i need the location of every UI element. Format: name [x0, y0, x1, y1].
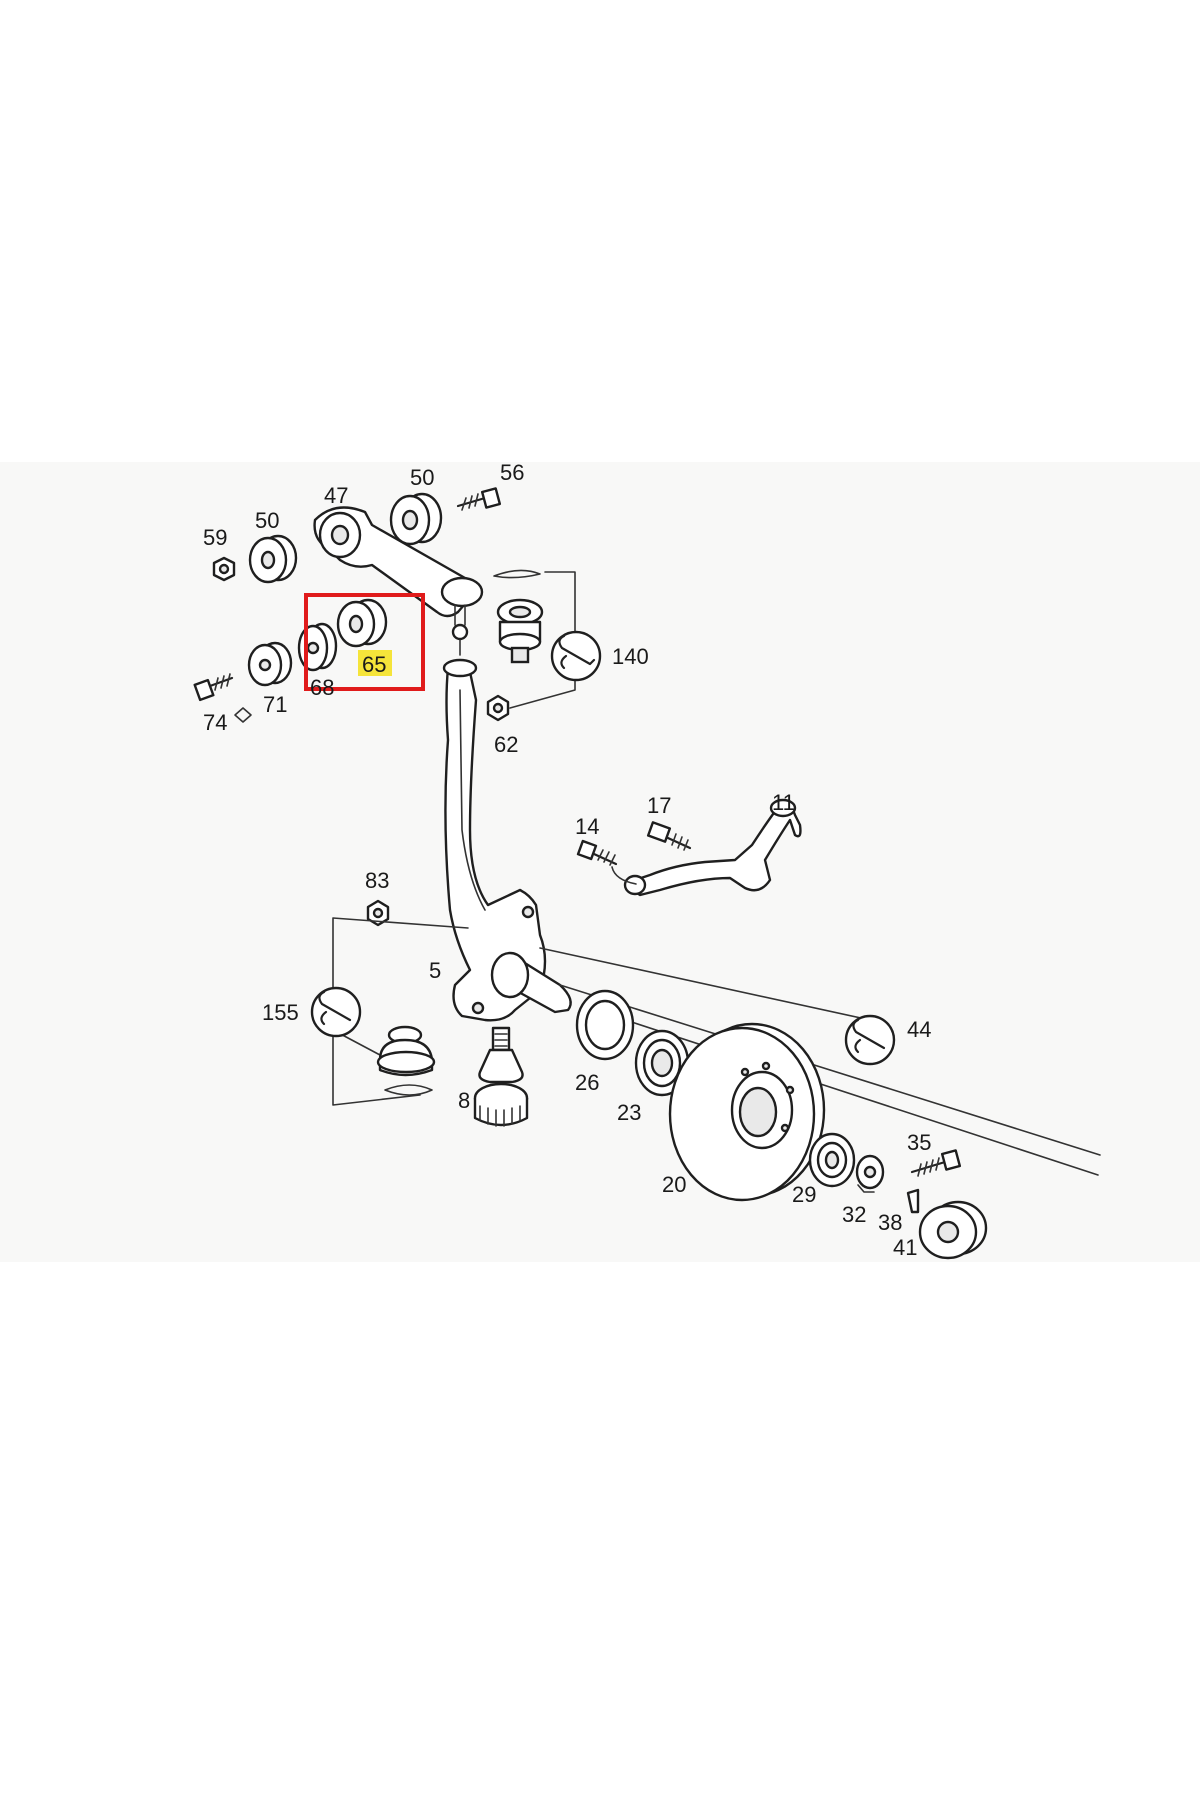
- callout-8: 8: [458, 1088, 470, 1113]
- bushing-50-left: [248, 534, 298, 584]
- clamp-nut-32: [855, 1154, 885, 1193]
- callout-11: 11: [772, 790, 795, 815]
- callout-68: 68: [310, 675, 334, 700]
- callout-83: 83: [365, 868, 389, 893]
- steering-arm-11: [623, 798, 802, 897]
- callout-23: 23: [617, 1100, 641, 1125]
- callout-71: 71: [263, 692, 287, 717]
- bolt-56: [456, 487, 502, 511]
- callout-62: 62: [494, 732, 518, 757]
- highlight-frame: [304, 593, 425, 691]
- callout-65: 65: [362, 652, 386, 677]
- ball-joint-140-group: [486, 569, 576, 722]
- callout-59: 59: [203, 525, 227, 550]
- bolt-14: [576, 839, 618, 866]
- callout-38: 38: [878, 1210, 902, 1235]
- wrench-icon-155: [310, 986, 362, 1038]
- pin-38: [906, 1188, 920, 1214]
- nut-59: [212, 556, 236, 582]
- callout-47: 47: [324, 483, 348, 508]
- wrench-icon: [550, 630, 602, 682]
- diagram-panel: [0, 462, 1200, 1262]
- bushing-71: [247, 641, 293, 687]
- callout-20: 20: [662, 1172, 686, 1197]
- wrench-icon-44: [844, 1014, 896, 1066]
- steering-knuckle-5: [442, 658, 572, 1022]
- ball-joint-8: [473, 1026, 529, 1127]
- upper-control-arm: [313, 506, 484, 656]
- ball-joint-155-group: [332, 899, 469, 1106]
- seal-26: [575, 989, 635, 1061]
- callout-14: 14: [575, 814, 599, 839]
- callout-17: 17: [647, 793, 671, 818]
- callout-41: 41: [893, 1235, 917, 1260]
- bolt-17: [611, 821, 692, 885]
- callout-50-left: 50: [255, 508, 279, 533]
- callout-5: 5: [429, 958, 441, 983]
- callout-26: 26: [575, 1070, 599, 1095]
- highlight-label-bg: [358, 650, 392, 676]
- bushing-50-top: [389, 492, 443, 546]
- callout-140: 140: [612, 644, 649, 669]
- callout-50-top: 50: [410, 465, 434, 490]
- brake-disc-20: [668, 1022, 826, 1202]
- bearing-29: [808, 1132, 856, 1188]
- callout-74: 74: [203, 710, 227, 735]
- bushing-65: [336, 598, 388, 648]
- callout-56: 56: [500, 460, 524, 485]
- bolt-35: [910, 1149, 962, 1177]
- bolt-74: [193, 673, 252, 723]
- dust-cap-41: [918, 1200, 988, 1260]
- callout-44: 44: [907, 1017, 931, 1042]
- callout-35: 35: [907, 1130, 931, 1155]
- callout-29: 29: [792, 1182, 816, 1207]
- callout-155: 155: [262, 1000, 299, 1025]
- callout-32: 32: [842, 1202, 866, 1227]
